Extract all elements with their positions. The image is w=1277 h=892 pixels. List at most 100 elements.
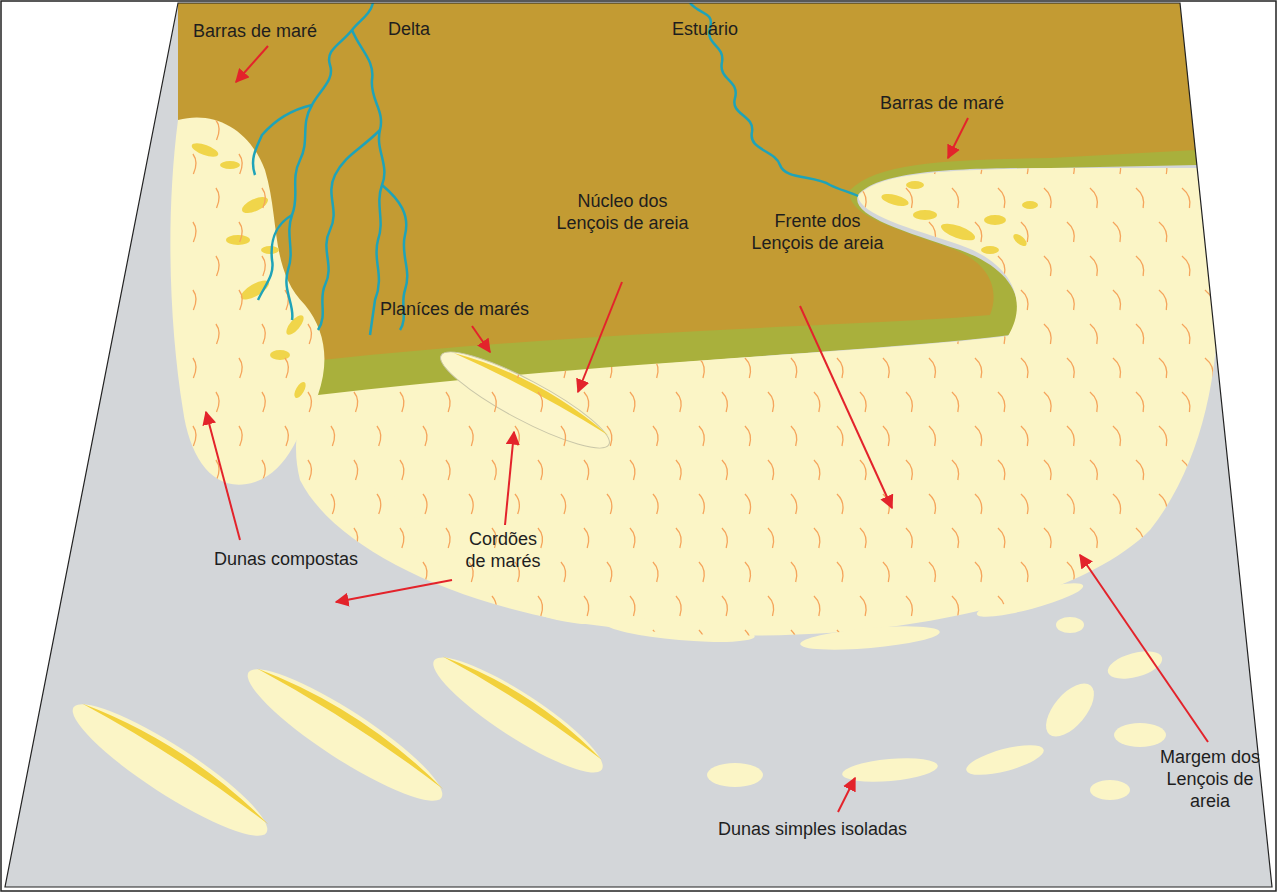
ripple-stroke — [584, 460, 589, 480]
ripple-stroke — [630, 460, 635, 480]
ripple-stroke — [469, 222, 473, 242]
ripple-stroke — [745, 630, 751, 650]
ripple-stroke — [952, 596, 959, 616]
ripple-stroke — [998, 188, 1005, 208]
ripple-stroke — [768, 596, 774, 616]
ripple-stroke — [676, 324, 681, 344]
ripple-stroke — [193, 222, 196, 242]
ripple-stroke — [400, 120, 404, 140]
ripple-stroke — [676, 120, 681, 140]
ripple-stroke — [331, 154, 335, 174]
sand-sheet — [296, 168, 1218, 636]
ripple-stroke — [630, 120, 635, 140]
ripple-stroke — [998, 596, 1005, 616]
ripple-stroke — [837, 426, 843, 446]
ripple-stroke — [1159, 426, 1167, 446]
ripple-stroke — [262, 596, 265, 616]
feature-label: Barras de maré — [880, 92, 1004, 114]
ripple-stroke — [860, 596, 866, 616]
ripple-stroke — [860, 528, 866, 548]
ripple-stroke — [630, 256, 635, 276]
ripple-stroke — [653, 290, 658, 310]
ripple-stroke — [676, 256, 681, 276]
ripple-stroke — [952, 324, 959, 344]
tidal-ridges — [60, 338, 618, 853]
ripple-stroke — [1044, 120, 1051, 140]
ripple-stroke — [216, 256, 219, 276]
ripple-stroke — [1136, 324, 1144, 344]
ripple-stroke — [262, 392, 265, 412]
ripple-stroke — [584, 256, 589, 276]
ripple-stroke — [216, 596, 219, 616]
ripple-stroke — [998, 460, 1005, 480]
ripple-stroke — [515, 494, 519, 514]
ripple-stroke — [193, 494, 196, 514]
ripple-stroke — [975, 154, 982, 174]
ripple-stroke — [400, 256, 404, 276]
feature-label: Planíces de marés — [380, 298, 529, 320]
ripple-stroke — [285, 154, 288, 174]
ripple-stroke — [331, 494, 335, 514]
ripple-stroke — [1182, 596, 1190, 616]
ripple-stroke — [653, 154, 658, 174]
ripple-stroke — [377, 562, 381, 582]
ripple-stroke — [1113, 154, 1121, 174]
ripple-stroke — [308, 460, 312, 480]
ripple-stroke — [1044, 256, 1051, 276]
ripple-stroke — [193, 426, 196, 446]
ripple-stroke — [1021, 494, 1028, 514]
ripple-stroke — [538, 188, 543, 208]
ripple-stroke — [653, 426, 658, 446]
ripple-stroke — [423, 562, 427, 582]
ripple-stroke — [1021, 426, 1028, 446]
ripple-stroke — [1228, 120, 1236, 140]
ripple-stroke — [1021, 358, 1028, 378]
ripple-stroke — [814, 188, 820, 208]
ripple-stroke — [607, 358, 612, 378]
ripple-stroke — [1228, 256, 1236, 276]
ripple-stroke — [722, 528, 727, 548]
feature-label: Dunas compostas — [214, 548, 358, 570]
ripple-stroke — [929, 154, 936, 174]
ripple-stroke — [354, 528, 358, 548]
ripple-stroke — [952, 528, 959, 548]
delta-sand — [170, 117, 324, 484]
ripple-stroke — [1159, 222, 1167, 242]
feature-label: Delta — [388, 18, 430, 40]
ripple-stroke — [538, 324, 543, 344]
ripple-stroke — [561, 154, 566, 174]
ripple-stroke — [561, 494, 566, 514]
ripple-stroke — [239, 426, 242, 446]
ripple-stroke — [814, 392, 820, 412]
ripple-stroke — [1136, 460, 1144, 480]
ripple-stroke — [285, 426, 288, 446]
ripple-stroke — [1205, 562, 1213, 582]
block-outline — [5, 3, 1272, 887]
ripple-stroke — [285, 494, 288, 514]
ripple-stroke — [1228, 324, 1236, 344]
ripple-stroke — [1136, 256, 1144, 276]
ripple-marks — [193, 120, 1236, 650]
ripple-stroke — [400, 392, 404, 412]
ripple-stroke — [377, 426, 381, 446]
ripple-stroke — [216, 120, 219, 140]
ripple-stroke — [791, 426, 797, 446]
ripple-stroke — [860, 324, 866, 344]
ripple-stroke — [446, 120, 450, 140]
ripple-stroke — [998, 528, 1005, 548]
ripple-stroke — [1021, 562, 1028, 582]
ripple-stroke — [1044, 528, 1051, 548]
ripple-stroke — [584, 392, 589, 412]
ripple-stroke — [883, 154, 889, 174]
ripple-stroke — [1182, 324, 1190, 344]
ripple-stroke — [193, 290, 196, 310]
ripple-stroke — [239, 494, 242, 514]
ripple-stroke — [814, 256, 820, 276]
ripple-stroke — [469, 494, 473, 514]
ripple-stroke — [837, 494, 843, 514]
ripple-stroke — [239, 222, 242, 242]
ripple-stroke — [538, 392, 543, 412]
ripple-stroke — [1228, 392, 1236, 412]
ripple-stroke — [262, 460, 265, 480]
